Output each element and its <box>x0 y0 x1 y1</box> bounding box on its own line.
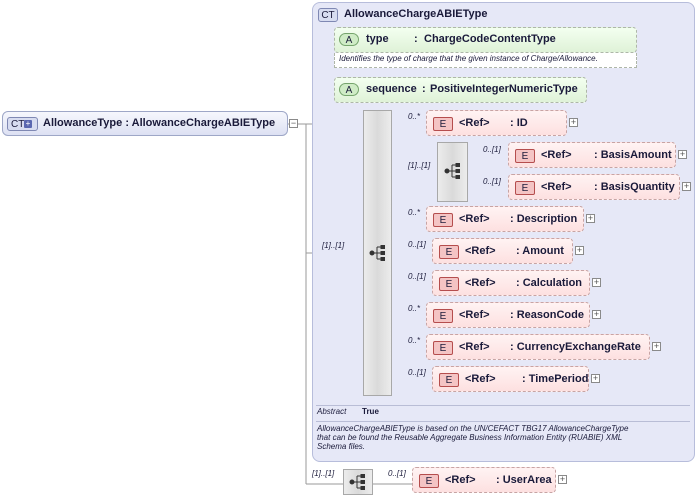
element-badge: E <box>439 373 459 387</box>
element-name: : UserArea <box>496 474 552 486</box>
expand-icon[interactable]: + <box>592 277 601 287</box>
element-cardinality: 0..* <box>408 304 421 313</box>
complex-type-badge: CT <box>7 117 38 131</box>
collapse-icon[interactable]: − <box>289 118 298 128</box>
element-amount[interactable]: E <Ref> : Amount <box>432 238 573 264</box>
element-name: : ReasonCode <box>510 309 584 321</box>
attribute-type-name: ChargeCodeContentType <box>424 33 556 45</box>
attribute-sequence[interactable]: A sequence : PositiveIntegerNumericType <box>334 77 587 103</box>
element-badge: E <box>433 213 453 227</box>
attribute-name: type <box>366 33 389 45</box>
sequence-icon <box>349 474 365 490</box>
expand-icon[interactable]: + <box>569 117 578 127</box>
complex-type-badge: CT <box>318 8 338 22</box>
element-basis-quantity[interactable]: E <Ref> : BasisQuantity <box>508 174 680 200</box>
type-description: AllowanceChargeABIEType is based on the … <box>317 424 687 451</box>
element-name: : BasisAmount <box>594 149 672 161</box>
expand-icon[interactable]: + <box>591 373 600 383</box>
element-cardinality: 0..[1] <box>408 272 426 281</box>
extension-sequence-cardinality: [1]..[1] <box>312 469 335 478</box>
description-line: that can be found the Reusable Aggregate… <box>317 433 623 442</box>
element-reason-code[interactable]: E <Ref> : ReasonCode <box>426 302 590 328</box>
expand-icon[interactable]: + <box>592 309 601 319</box>
attribute-separator: : <box>422 83 426 95</box>
complex-type-title: AllowanceChargeABIEType <box>344 8 488 20</box>
element-badge: E <box>439 245 459 259</box>
description-line: AllowanceChargeABIEType is based on the … <box>317 424 629 433</box>
element-cardinality: 0..[1] <box>408 240 426 249</box>
element-name: : Amount <box>516 245 564 257</box>
element-ref: <Ref> <box>459 341 490 353</box>
sequence-icon <box>369 245 385 261</box>
attribute-type-name: PositiveIntegerNumericType <box>430 83 578 95</box>
attribute-type[interactable]: A type : ChargeCodeContentType <box>334 27 637 53</box>
attribute-badge: A <box>339 33 359 46</box>
element-ref: <Ref> <box>541 149 572 161</box>
expand-icon[interactable]: + <box>586 213 595 223</box>
attribute-badge: A <box>339 83 359 96</box>
element-cardinality: 0..* <box>408 208 421 217</box>
element-badge: E <box>419 474 439 488</box>
element-name: : TimePeriod <box>522 373 589 385</box>
element-badge: E <box>433 341 453 355</box>
expand-icon[interactable]: + <box>682 181 691 191</box>
sequence-cardinality: [1]..[1] <box>322 241 345 250</box>
element-cardinality: 0..[1] <box>388 469 406 478</box>
element-ref: <Ref> <box>459 309 490 321</box>
expand-icon[interactable]: + <box>678 149 687 159</box>
element-basis-amount[interactable]: E <Ref> : BasisAmount <box>508 142 676 168</box>
abstract-label: Abstract <box>317 407 347 416</box>
expand-icon[interactable]: + <box>575 245 584 255</box>
element-badge: E <box>439 277 459 291</box>
description-line: Schema files. <box>317 442 366 451</box>
element-ref: <Ref> <box>445 474 476 486</box>
element-cardinality: 0..* <box>408 112 421 121</box>
choice-cardinality: [1]..[1] <box>408 161 431 170</box>
element-ref: <Ref> <box>465 277 496 289</box>
expand-icon[interactable]: + <box>558 474 567 484</box>
element-description[interactable]: E <Ref> : Description <box>426 206 584 232</box>
element-badge: E <box>433 309 453 323</box>
element-ref: <Ref> <box>459 117 490 129</box>
element-ref: <Ref> <box>541 181 572 193</box>
element-name: : CurrencyExchangeRate <box>510 341 641 353</box>
expand-icon[interactable]: + <box>652 341 661 351</box>
element-badge: E <box>515 181 535 195</box>
element-id[interactable]: E <Ref> : ID <box>426 110 567 136</box>
divider <box>316 421 690 422</box>
abstract-value: True <box>362 407 379 416</box>
attribute-separator: : <box>414 33 418 45</box>
element-cardinality: 0..[1] <box>408 368 426 377</box>
element-name: : ID <box>510 117 528 129</box>
element-cardinality: 0..[1] <box>483 145 501 154</box>
element-name: : Description <box>510 213 578 225</box>
sequence-icon <box>444 163 460 179</box>
element-ref: <Ref> <box>465 373 496 385</box>
element-calculation[interactable]: E <Ref> : Calculation <box>432 270 590 296</box>
divider <box>316 405 690 406</box>
plus-icon: + <box>24 119 32 128</box>
root-label: AllowanceType : AllowanceChargeABIEType <box>43 117 276 129</box>
root-element[interactable]: CT + AllowanceType : AllowanceChargeABIE… <box>2 111 288 136</box>
element-badge: E <box>515 149 535 163</box>
element-name: : BasisQuantity <box>594 181 675 193</box>
element-cardinality: 0..* <box>408 336 421 345</box>
element-user-area[interactable]: E <Ref> : UserArea <box>412 467 556 493</box>
attribute-documentation: Identifies the type of charge that the g… <box>334 53 637 68</box>
element-badge: E <box>433 117 453 131</box>
element-ref: <Ref> <box>459 213 490 225</box>
element-time-period[interactable]: E <Ref> : TimePeriod <box>432 366 589 392</box>
element-currency-exchange-rate[interactable]: E <Ref> : CurrencyExchangeRate <box>426 334 650 360</box>
element-cardinality: 0..[1] <box>483 177 501 186</box>
attribute-name: sequence <box>366 83 417 95</box>
element-name: : Calculation <box>516 277 583 289</box>
element-ref: <Ref> <box>465 245 496 257</box>
abstract-row: Abstract True <box>317 407 690 416</box>
